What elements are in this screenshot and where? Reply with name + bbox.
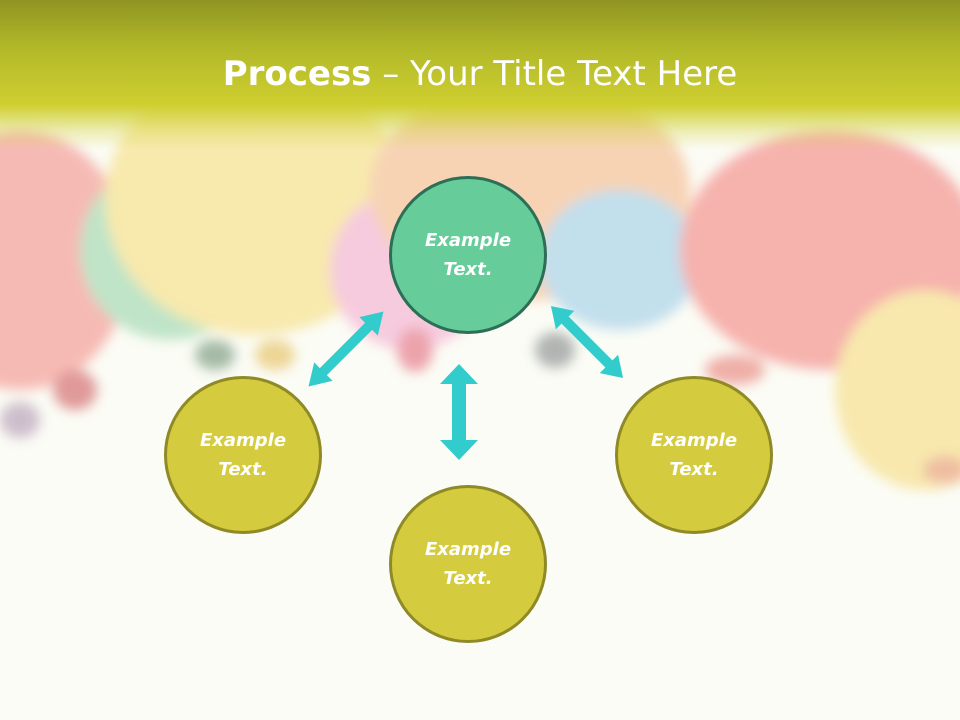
process-node-bottom: Example Text. [389, 485, 547, 643]
double-arrow-icon [308, 311, 384, 387]
node-label-left: Example Text. [199, 430, 287, 480]
title-bold: Process [222, 54, 372, 94]
page-title: Process – Your Title Text Here [0, 52, 960, 96]
node-label-center: Example Text. [424, 230, 512, 280]
double-arrow-icon [440, 364, 478, 460]
process-node-left: Example Text. [164, 376, 322, 534]
node-label-bottom: Example Text. [424, 539, 512, 589]
process-node-center: Example Text. [389, 176, 547, 334]
node-label-right: Example Text. [650, 430, 738, 480]
title-rest: – Your Title Text Here [371, 54, 738, 94]
process-node-right: Example Text. [615, 376, 773, 534]
title-bar [0, 0, 960, 150]
double-arrow-icon [550, 305, 624, 379]
